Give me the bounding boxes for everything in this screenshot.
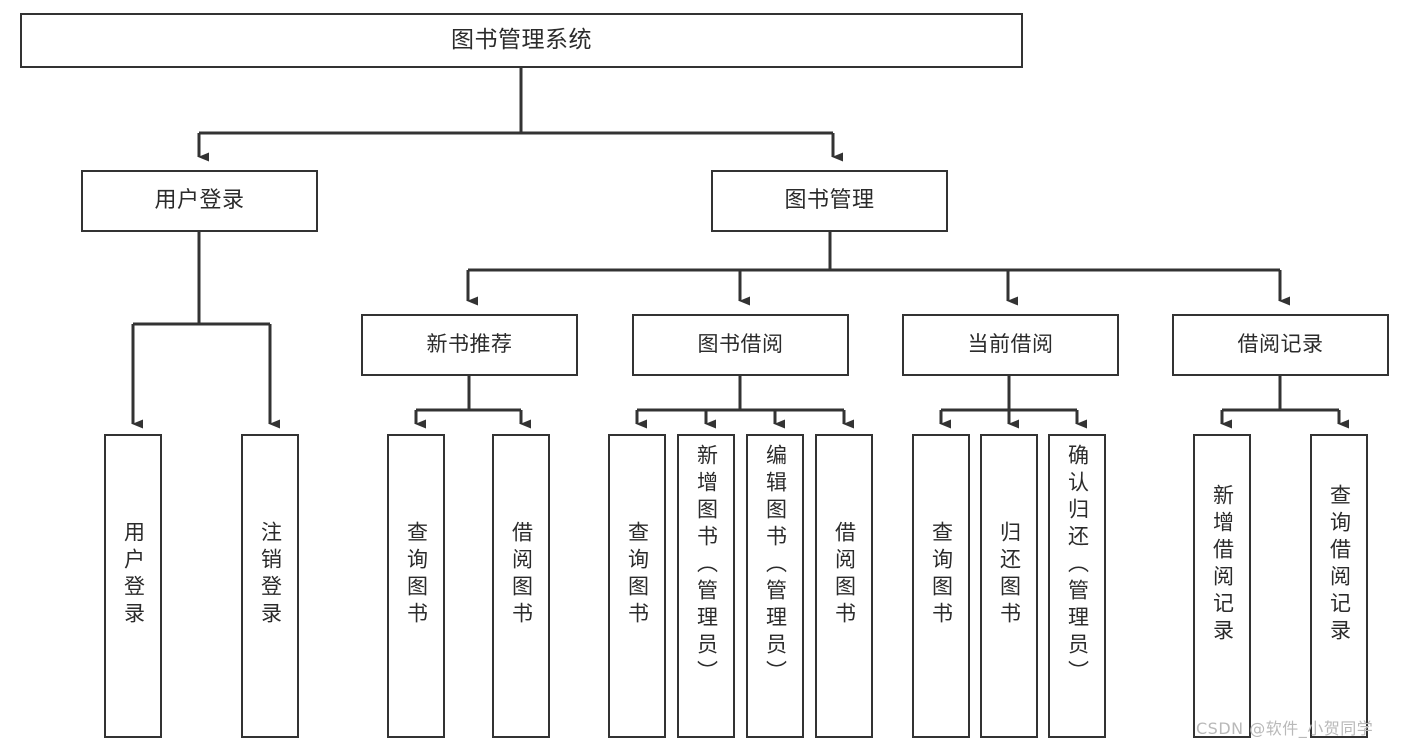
node-leaf-logout-label: 注销登录 [258,521,283,629]
node-leaf-confirm-return-label: 确认归还（管理员） [1065,444,1090,687]
node-leaf-query-book-1-label: 查询图书 [404,521,429,629]
node-new-book-recommend[interactable]: 新书推荐 [361,314,578,376]
node-user-login[interactable]: 用户登录 [81,170,318,232]
node-leaf-query-book-3[interactable]: 查询图书 [912,434,970,738]
node-leaf-edit-book-label: 编辑图书（管理员） [763,444,788,687]
node-leaf-add-record-label: 新增借阅记录 [1210,484,1235,646]
node-current-borrow-label: 当前借阅 [967,332,1054,357]
node-leaf-query-book-2[interactable]: 查询图书 [608,434,666,738]
node-leaf-logout[interactable]: 注销登录 [241,434,299,738]
node-leaf-add-record[interactable]: 新增借阅记录 [1193,434,1251,738]
node-new-book-recommend-label: 新书推荐 [426,332,513,357]
node-root-system-label: 图书管理系统 [451,26,592,53]
node-leaf-borrow-book-1[interactable]: 借阅图书 [492,434,550,738]
node-leaf-edit-book[interactable]: 编辑图书（管理员） [746,434,804,738]
node-leaf-return-book[interactable]: 归还图书 [980,434,1038,738]
node-borrow-record-label: 借阅记录 [1237,332,1324,357]
node-book-borrow-label: 图书借阅 [697,332,784,357]
node-leaf-query-book-1[interactable]: 查询图书 [387,434,445,738]
node-leaf-borrow-book-1-label: 借阅图书 [509,521,534,629]
node-user-login-label: 用户登录 [154,187,245,213]
node-leaf-confirm-return[interactable]: 确认归还（管理员） [1048,434,1106,738]
node-root-system[interactable]: 图书管理系统 [20,13,1023,68]
node-leaf-query-record[interactable]: 查询借阅记录 [1310,434,1368,738]
node-leaf-user-login-label: 用户登录 [121,521,146,629]
node-leaf-add-book[interactable]: 新增图书（管理员） [677,434,735,738]
node-leaf-query-record-label: 查询借阅记录 [1327,484,1352,646]
node-leaf-user-login[interactable]: 用户登录 [104,434,162,738]
node-borrow-record[interactable]: 借阅记录 [1172,314,1389,376]
node-leaf-borrow-book-2-label: 借阅图书 [832,521,857,629]
node-book-manage-label: 图书管理 [784,187,875,213]
node-current-borrow[interactable]: 当前借阅 [902,314,1119,376]
node-leaf-return-book-label: 归还图书 [997,521,1022,629]
node-book-manage[interactable]: 图书管理 [711,170,948,232]
node-leaf-add-book-label: 新增图书（管理员） [694,444,719,687]
node-leaf-borrow-book-2[interactable]: 借阅图书 [815,434,873,738]
node-leaf-query-book-2-label: 查询图书 [625,521,650,629]
node-leaf-query-book-3-label: 查询图书 [929,521,954,629]
node-book-borrow[interactable]: 图书借阅 [632,314,849,376]
csdn-watermark: CSDN @软件_小贺同学 [1196,719,1374,738]
